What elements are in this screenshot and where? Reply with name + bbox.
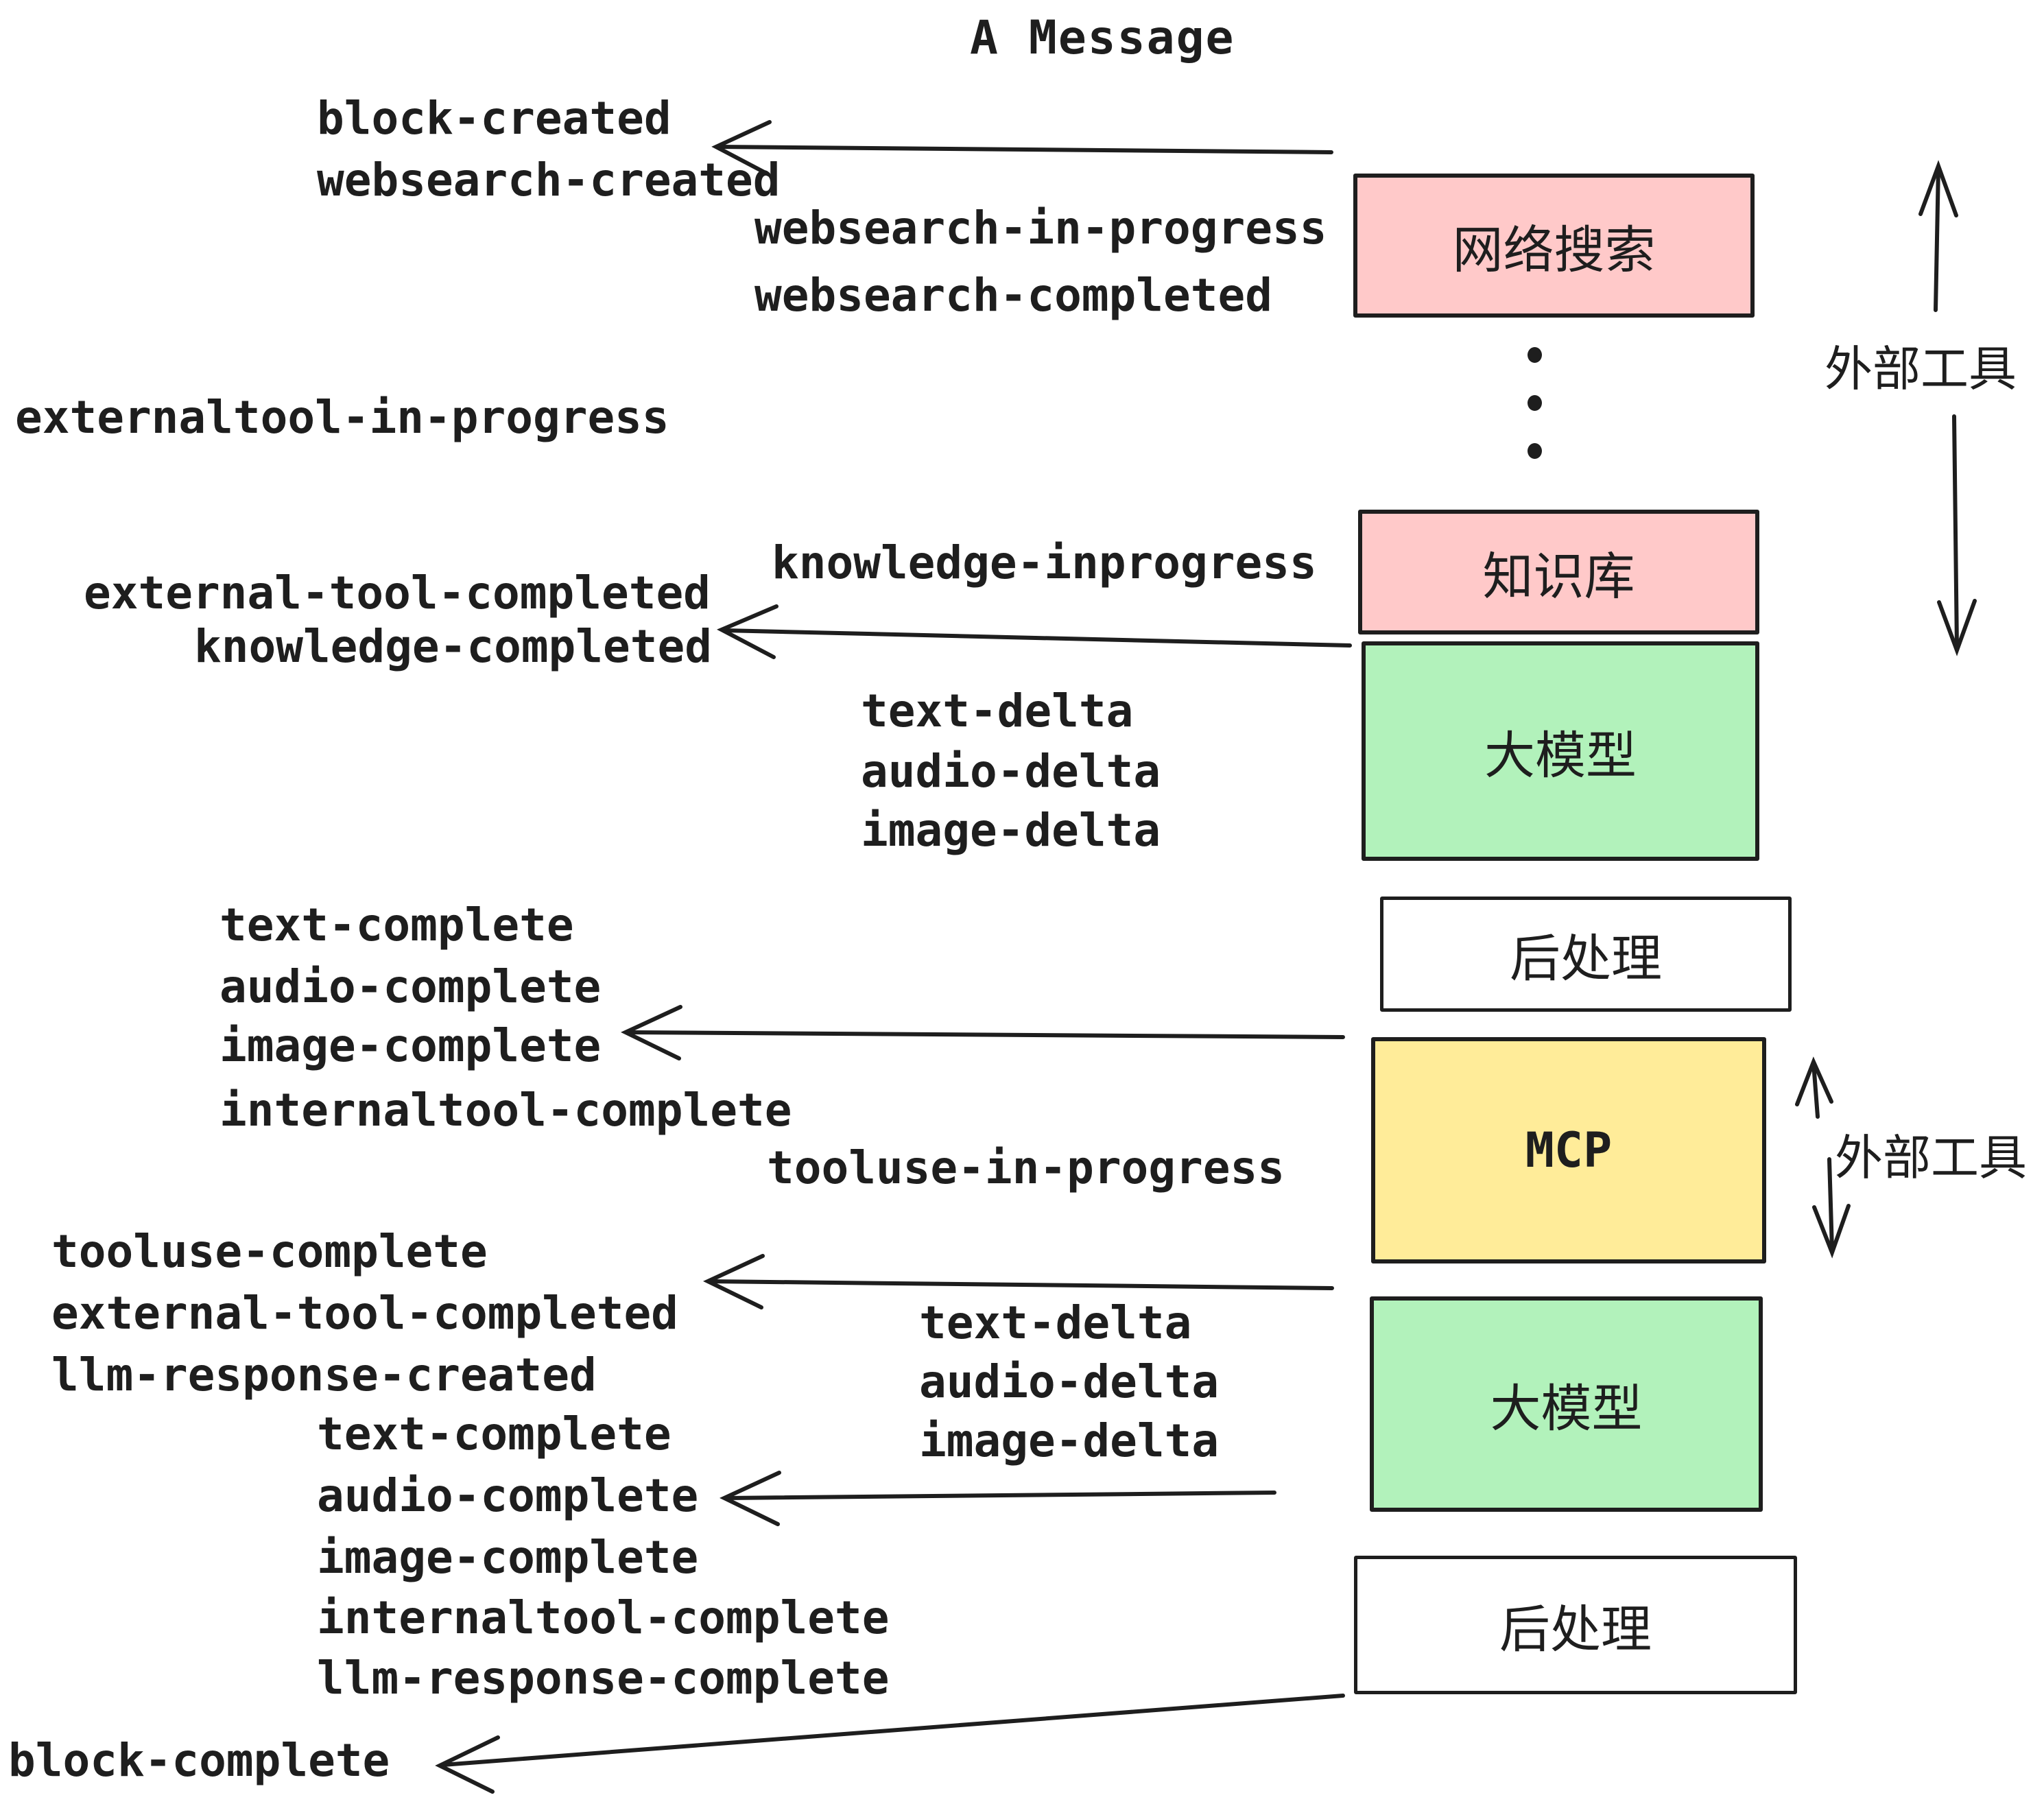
- external-tools-up-arrow: [1918, 160, 1958, 312]
- ellipsis-dot-icon: [1528, 395, 1542, 411]
- event-text-delta-2: text-delta: [919, 1296, 1192, 1349]
- event-image-delta-1: image-delta: [861, 804, 1161, 857]
- event-audio-delta-2: audio-delta: [919, 1355, 1220, 1408]
- diagram-title: A Message: [970, 11, 1235, 65]
- arrow-llm-complete: [720, 1471, 1276, 1526]
- event-image-complete-2: image-complete: [317, 1531, 699, 1584]
- external-tools-down-arrow: [1937, 414, 1977, 656]
- event-audio-complete-2: audio-complete: [317, 1469, 699, 1522]
- event-knowledge-completed: knowledge-completed: [194, 620, 712, 673]
- event-llm-response-created: llm-response-created: [51, 1349, 597, 1401]
- box-mcp: MCP: [1371, 1037, 1766, 1263]
- event-image-delta-2: image-delta: [919, 1414, 1220, 1467]
- arrow-tooluse-complete: [703, 1254, 1334, 1309]
- event-tooluse-in-progress: tooluse-in-progress: [767, 1141, 1285, 1194]
- event-block-complete: block-complete: [8, 1734, 390, 1787]
- event-tooluse-complete: tooluse-complete: [51, 1225, 488, 1278]
- box-knowledge-label: 知识库: [1482, 547, 1635, 605]
- arrow-websearch-created: [711, 120, 1333, 176]
- event-llm-response-complete: llm-response-complete: [317, 1652, 890, 1705]
- mcp-external-tools-up-arrow: [1795, 1056, 1833, 1119]
- box-postprocess-2-label: 后处理: [1499, 1600, 1652, 1658]
- arrow-internal-complete: [621, 1005, 1345, 1060]
- event-websearch-in-progress: websearch-in-progress: [754, 202, 1327, 254]
- external-tools-label-1: 外部工具: [1825, 342, 2017, 396]
- ellipsis-dot-icon: [1528, 347, 1542, 363]
- event-external-tool-completed-1: external-tool-completed: [84, 567, 711, 619]
- box-llm-1: 大模型: [1362, 641, 1759, 861]
- event-websearch-completed: websearch-completed: [754, 269, 1272, 322]
- event-image-complete-1: image-complete: [219, 1019, 602, 1072]
- box-websearch-label: 网络搜索: [1452, 221, 1656, 278]
- event-websearch-created: websearch-created: [317, 154, 781, 206]
- mcp-external-tools-down-arrow: [1812, 1157, 1851, 1259]
- box-llm-2-label: 大模型: [1490, 1379, 1643, 1437]
- box-llm-2: 大模型: [1370, 1296, 1763, 1512]
- event-text-complete-1: text-complete: [219, 899, 574, 951]
- event-internaltool-complete-1: internaltool-complete: [219, 1084, 792, 1137]
- box-websearch: 网络搜索: [1353, 174, 1755, 318]
- event-audio-complete-1: audio-complete: [219, 960, 602, 1013]
- box-mcp-label: MCP: [1525, 1122, 1613, 1178]
- event-block-created: block-created: [317, 92, 672, 145]
- external-tools-label-2: 外部工具: [1835, 1131, 2027, 1185]
- box-postprocess-2: 后处理: [1354, 1556, 1797, 1694]
- event-externaltool-in-progress: externaltool-in-progress: [15, 391, 669, 444]
- event-external-tool-completed-2: external-tool-completed: [51, 1287, 678, 1340]
- event-audio-delta-1: audio-delta: [861, 745, 1161, 798]
- box-postprocess-1-label: 后处理: [1510, 929, 1662, 987]
- box-postprocess-1: 后处理: [1380, 897, 1792, 1012]
- event-knowledge-inprogress: knowledge-inprogress: [772, 536, 1317, 589]
- event-text-delta-1: text-delta: [861, 685, 1134, 737]
- arrow-block-complete: [435, 1694, 1345, 1794]
- arrow-knowledge-completed: [717, 604, 1352, 659]
- box-knowledge: 知识库: [1358, 510, 1759, 634]
- ellipsis-dot-icon: [1528, 443, 1542, 459]
- event-text-complete-2: text-complete: [317, 1408, 672, 1460]
- event-internaltool-complete-2: internaltool-complete: [317, 1591, 890, 1644]
- box-llm-1-label: 大模型: [1484, 726, 1637, 784]
